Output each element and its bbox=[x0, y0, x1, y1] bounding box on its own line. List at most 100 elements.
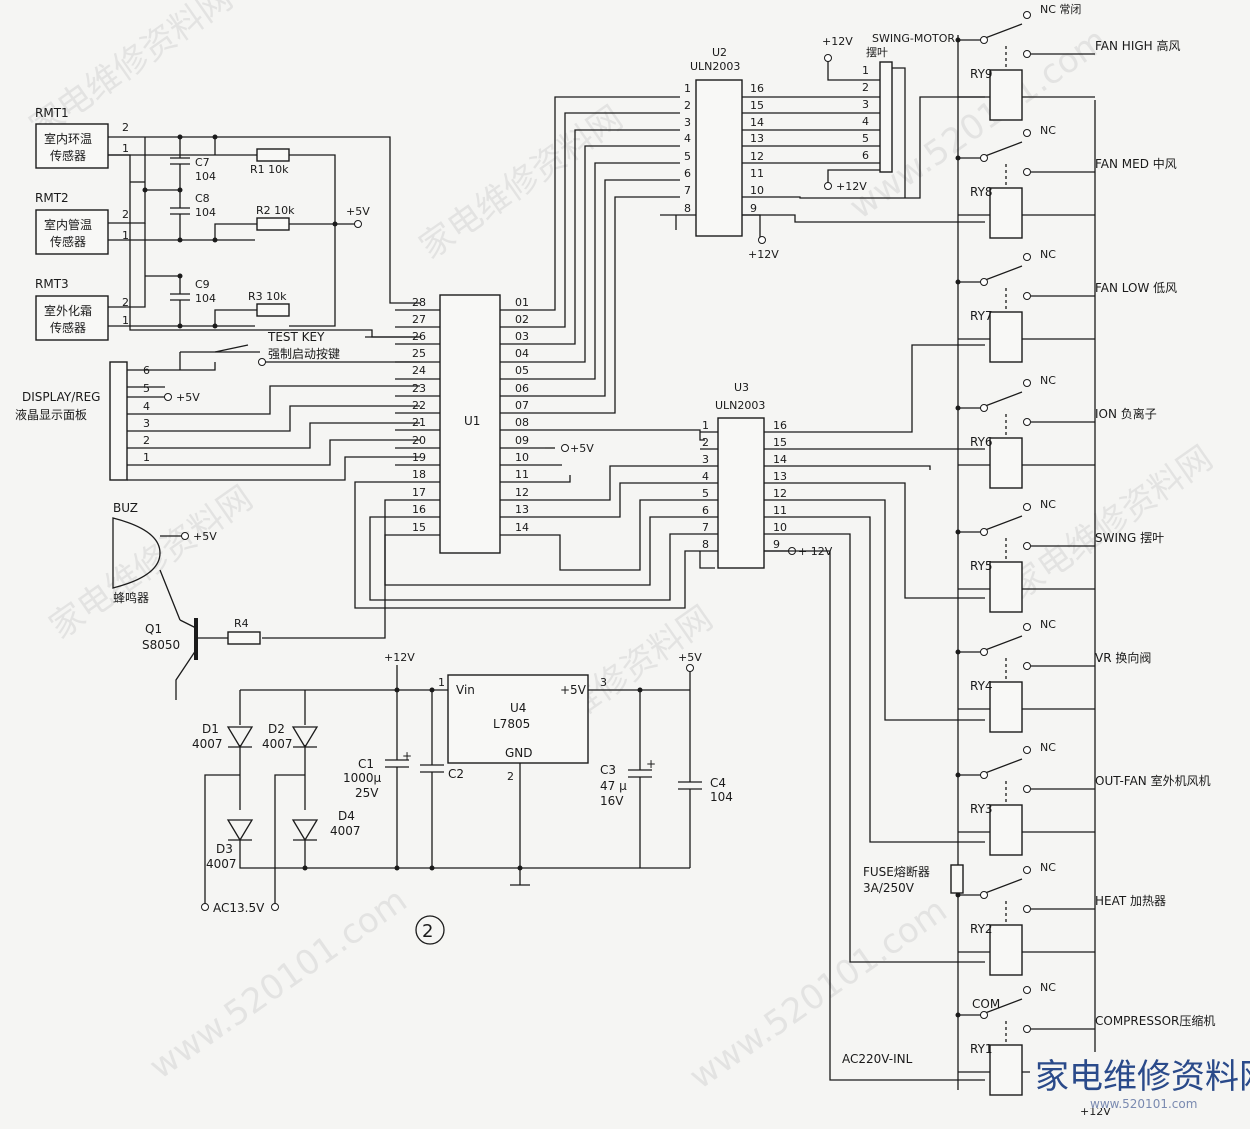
relay-ref-label: RY6 bbox=[970, 435, 993, 449]
svg-text:14: 14 bbox=[515, 521, 529, 534]
svg-text:23: 23 bbox=[412, 382, 426, 395]
svg-text:GND: GND bbox=[505, 746, 533, 760]
svg-text:1: 1 bbox=[862, 64, 869, 77]
svg-text:11: 11 bbox=[773, 504, 787, 517]
svg-text:C3: C3 bbox=[600, 763, 616, 777]
res-r4-label: R4 bbox=[234, 617, 249, 630]
svg-text:104: 104 bbox=[195, 292, 216, 305]
svg-text:COM: COM bbox=[972, 997, 1000, 1011]
svg-text:08: 08 bbox=[515, 416, 529, 429]
relay-nc-label: NC bbox=[1040, 741, 1056, 754]
svg-text:传感器: 传感器 bbox=[50, 320, 86, 335]
svg-text:12: 12 bbox=[515, 486, 529, 499]
buzzer-label: BUZ bbox=[113, 501, 138, 515]
svg-text:28: 28 bbox=[412, 296, 426, 309]
svg-text:6: 6 bbox=[862, 149, 869, 162]
svg-text:4007: 4007 bbox=[192, 737, 223, 751]
swing-motor-label: SWING-MOTOR bbox=[872, 32, 955, 45]
svg-text:14: 14 bbox=[750, 116, 764, 129]
svg-text:蜂鸣器: 蜂鸣器 bbox=[113, 590, 149, 605]
svg-text:02: 02 bbox=[515, 313, 529, 326]
relay-nc-label: NC bbox=[1040, 981, 1056, 994]
res-r3-label: R3 10k bbox=[248, 290, 287, 303]
svg-text:4007: 4007 bbox=[262, 737, 293, 751]
svg-text:8: 8 bbox=[702, 538, 709, 551]
relay-ref-label: RY1 bbox=[970, 1042, 993, 1056]
svg-text:4007: 4007 bbox=[206, 857, 237, 871]
svg-text:3: 3 bbox=[600, 676, 607, 689]
svg-text:D4: D4 bbox=[338, 809, 355, 823]
relay-load-label: OUT-FAN 室外机风机 bbox=[1095, 773, 1211, 788]
svg-text:+5V: +5V bbox=[570, 442, 594, 455]
relay-ref-label: RY9 bbox=[970, 67, 993, 81]
svg-text:1: 1 bbox=[122, 142, 129, 155]
svg-text:2: 2 bbox=[684, 99, 691, 112]
svg-text:+: + bbox=[402, 749, 412, 763]
svg-text:07: 07 bbox=[515, 399, 529, 412]
svg-text:+5V: +5V bbox=[678, 651, 702, 664]
svg-text:15: 15 bbox=[750, 99, 764, 112]
svg-text:6: 6 bbox=[684, 167, 691, 180]
svg-text:21: 21 bbox=[412, 416, 426, 429]
svg-text:7: 7 bbox=[684, 184, 691, 197]
relay-load-label: HEAT 加热器 bbox=[1095, 894, 1166, 908]
relay-nc-label: NC bbox=[1040, 124, 1056, 137]
svg-text:U3: U3 bbox=[734, 381, 749, 394]
svg-text:104: 104 bbox=[195, 170, 216, 183]
svg-text:+5V: +5V bbox=[560, 683, 587, 697]
svg-text:12: 12 bbox=[773, 487, 787, 500]
svg-text:RMT1: RMT1 bbox=[35, 106, 69, 120]
cap-c8-label: C8 bbox=[195, 192, 210, 205]
cap-c9-label: C9 bbox=[195, 278, 210, 291]
svg-text:传感器: 传感器 bbox=[50, 148, 86, 163]
sensor-rmt1: RMT1 室内环温 传感器 21 bbox=[35, 106, 129, 169]
svg-text:20: 20 bbox=[412, 434, 426, 447]
sensor-rmt3: RMT3 室外化霜 传感器 21 bbox=[35, 277, 129, 341]
svg-text:ULN2003: ULN2003 bbox=[715, 399, 765, 412]
ic-u1 bbox=[439, 294, 501, 554]
svg-text:2: 2 bbox=[507, 770, 514, 783]
svg-text:13: 13 bbox=[773, 470, 787, 483]
svg-text:+12V: +12V bbox=[384, 651, 415, 664]
svg-text:D1: D1 bbox=[202, 722, 219, 736]
svg-text:+12V: +12V bbox=[1080, 1105, 1111, 1118]
svg-text:26: 26 bbox=[412, 330, 426, 343]
svg-text:6: 6 bbox=[702, 504, 709, 517]
svg-text:D3: D3 bbox=[216, 842, 233, 856]
svg-text:2: 2 bbox=[122, 296, 129, 309]
svg-text:25: 25 bbox=[412, 347, 426, 360]
svg-text:RMT2: RMT2 bbox=[35, 191, 69, 205]
svg-text:ULN2003: ULN2003 bbox=[690, 60, 740, 73]
svg-text:室内管温: 室内管温 bbox=[44, 217, 92, 232]
svg-text:1: 1 bbox=[143, 451, 150, 464]
svg-text:+12V: +12V bbox=[822, 35, 853, 48]
svg-text:3A/250V: 3A/250V bbox=[863, 881, 915, 895]
svg-text:C1: C1 bbox=[358, 757, 374, 771]
relay-ref-label: RY5 bbox=[970, 559, 993, 573]
svg-text:3: 3 bbox=[684, 116, 691, 129]
svg-text:7: 7 bbox=[702, 521, 709, 534]
test-key-label: TEST KEY bbox=[267, 330, 325, 344]
relay-load-label: ION 负离子 bbox=[1095, 406, 1157, 421]
svg-text:5: 5 bbox=[702, 487, 709, 500]
relay-load-label: FAN LOW 低风 bbox=[1095, 281, 1177, 295]
svg-text:04: 04 bbox=[515, 347, 529, 360]
svg-text:S8050: S8050 bbox=[142, 638, 180, 652]
svg-text:+5V: +5V bbox=[193, 530, 217, 543]
svg-text:17: 17 bbox=[412, 486, 426, 499]
ic-u2 bbox=[695, 79, 743, 237]
svg-text:C2: C2 bbox=[448, 767, 464, 781]
svg-text:2: 2 bbox=[143, 434, 150, 447]
relay-load-label: VR 换向阀 bbox=[1095, 650, 1151, 665]
svg-text:1000µ: 1000µ bbox=[343, 771, 382, 785]
svg-text:06: 06 bbox=[515, 382, 529, 395]
svg-text:1: 1 bbox=[122, 314, 129, 327]
svg-text:4: 4 bbox=[702, 470, 709, 483]
ic-u3 bbox=[717, 417, 765, 569]
